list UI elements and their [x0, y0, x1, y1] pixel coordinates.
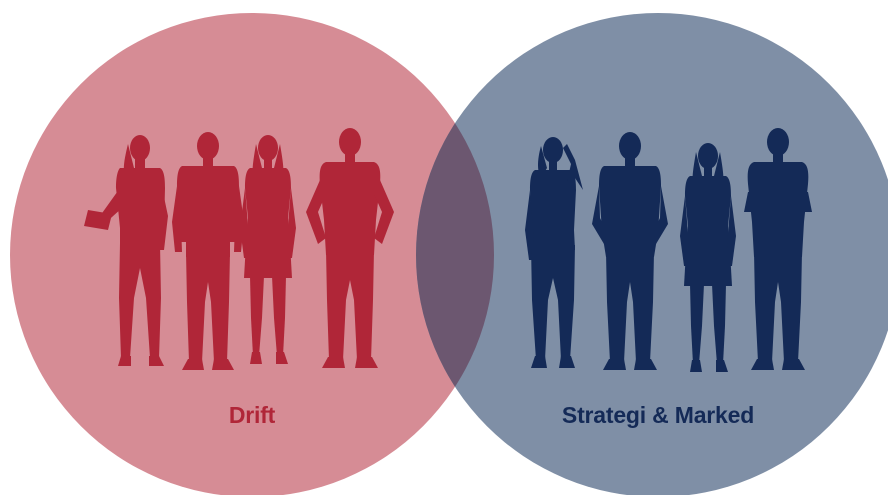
strategi-marked-label: Strategi & Marked — [561, 402, 755, 428]
drift-label: Drift — [228, 402, 276, 428]
